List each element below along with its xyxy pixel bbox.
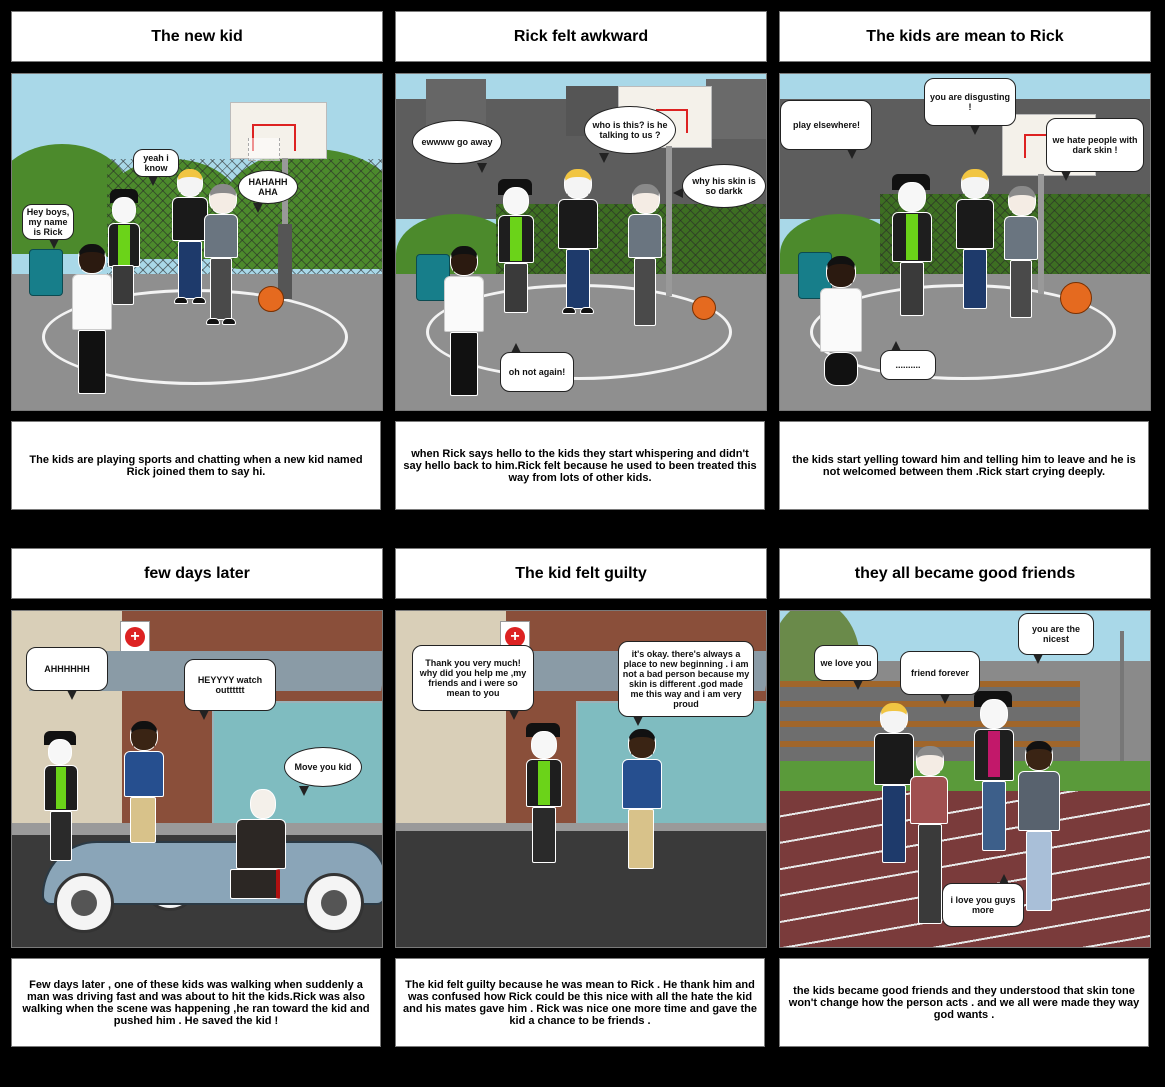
speech-bubble: play elsewhere! <box>780 100 872 159</box>
speech-bubble: we love you <box>814 645 878 690</box>
speech-bubble: HEYYYY watch outttttt <box>184 659 276 720</box>
panel-title: The new kid <box>11 11 383 62</box>
speech-bubble: Move you kid <box>284 747 362 796</box>
speech-bubble: Hey boys, my name is Rick <box>22 204 74 249</box>
hoop-rim <box>252 124 296 151</box>
speech-bubble: HAHAHH AHA <box>238 170 298 213</box>
hoop-pole <box>666 146 672 296</box>
panel-caption: when Rick says hello to the kids they st… <box>395 421 765 510</box>
panel-scene: + Thank you very much! why did you help … <box>395 610 767 948</box>
character-blond-kid <box>956 169 994 319</box>
barrel <box>29 249 63 296</box>
red-cross-icon: + <box>505 627 525 647</box>
sidewalk <box>12 823 382 835</box>
character-black-haired-kid <box>44 731 78 871</box>
basketball <box>1060 282 1092 314</box>
panel-title: few days later <box>11 548 383 599</box>
car-wheel <box>54 873 114 933</box>
panel-caption: Few days later , one of these kids was w… <box>11 958 381 1047</box>
basketball <box>692 296 716 320</box>
speech-bubble: who is this? is he talking to us ? <box>584 106 676 163</box>
character-grey-haired-kid <box>1004 186 1040 326</box>
character-grey-haired-kid <box>628 184 664 334</box>
character-rick <box>444 246 484 406</box>
panel-scene: play elsewhere! you are disgusting ! we … <box>779 73 1151 411</box>
car-wheel <box>304 873 364 933</box>
speech-bubble: Thank you very much! why did you help me… <box>412 645 534 720</box>
speech-bubble: i love you guys more <box>942 874 1024 927</box>
character-black-haired-kid <box>526 723 562 873</box>
speech-bubble: friend forever <box>900 651 980 704</box>
speech-bubble: you are disgusting ! <box>924 78 1016 135</box>
character-black-haired-kid <box>974 691 1014 861</box>
character-blond-kid <box>874 703 914 873</box>
character-rick <box>622 729 662 879</box>
speech-bubble: yeah i know <box>133 149 179 186</box>
panel-title: Rick felt awkward <box>395 11 767 62</box>
panel-title: The kid felt guilty <box>395 548 767 599</box>
panel-title: they all became good friends <box>779 548 1151 599</box>
hospital-sign: + <box>120 621 150 653</box>
street <box>396 831 766 947</box>
panel-caption: the kids start yelling toward him and te… <box>779 421 1149 510</box>
character-rick <box>1018 741 1060 921</box>
character-blond-kid <box>558 169 598 319</box>
character-black-haired-kid <box>892 174 932 324</box>
character-rick <box>70 244 114 404</box>
speech-bubble: it's okay. there's always a place to new… <box>618 641 754 726</box>
character-black-haired-kid <box>108 189 142 309</box>
hoop-pole <box>1038 174 1044 294</box>
skyline <box>706 79 766 139</box>
light-tower <box>1120 631 1124 781</box>
speech-bubble: AHHHHHH <box>26 647 108 700</box>
panel-title: The kids are mean to Rick <box>779 11 1151 62</box>
character-grey-haired-kid <box>204 184 240 329</box>
speech-bubble: we hate people with dark skin ! <box>1046 118 1144 181</box>
red-cross-icon: + <box>125 627 145 647</box>
hoop-net <box>248 138 280 161</box>
panel-caption: The kid felt guilty because he was mean … <box>395 958 765 1047</box>
panel-scene: Hey boys, my name is Rick yeah i know HA… <box>11 73 383 411</box>
character-driver <box>228 789 288 909</box>
panel-scene: ewwww go away who is this? is he talking… <box>395 73 767 411</box>
speech-bubble: you are the nicest <box>1018 613 1094 664</box>
speech-bubble: ewwww go away <box>412 120 502 173</box>
panel-caption: The kids are playing sports and chatting… <box>11 421 381 510</box>
speech-bubble: why his skin is so darkk <box>673 164 766 208</box>
basketball <box>258 286 284 312</box>
panel-caption: the kids became good friends and they un… <box>779 958 1149 1047</box>
hoop-pole-base <box>278 224 292 299</box>
character-black-haired-kid <box>498 179 534 319</box>
speech-bubble: oh not again! <box>500 343 574 392</box>
panel-scene: + AHHHHHH HEYYYY watch outttttt Move <box>11 610 383 948</box>
hospital-glass-facade <box>576 701 766 845</box>
panel-scene: we love you friend forever you are the n… <box>779 610 1151 948</box>
character-rick <box>124 721 164 851</box>
speech-bubble: .......... <box>880 341 936 380</box>
character-grey-haired-kid <box>910 746 950 936</box>
character-rick-crying <box>818 256 864 396</box>
character-blond-kid <box>172 169 208 309</box>
